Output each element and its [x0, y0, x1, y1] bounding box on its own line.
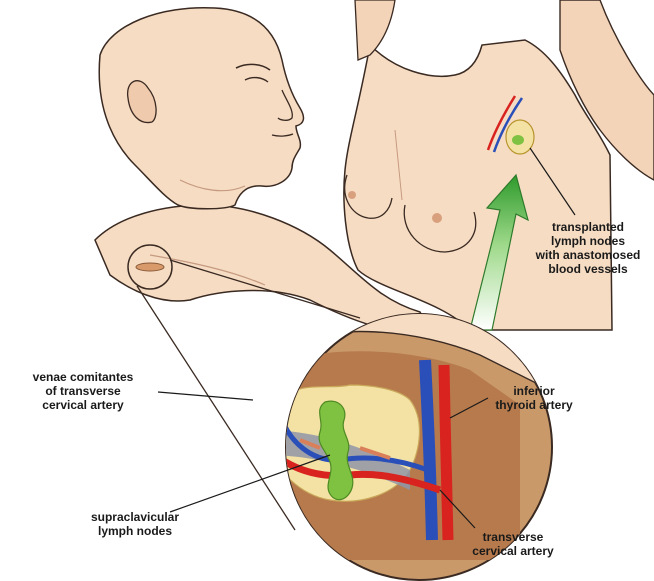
- label-line: transverse: [458, 530, 568, 544]
- label-line: of transverse: [8, 384, 158, 398]
- label-line: lymph nodes: [70, 524, 200, 538]
- transplanted-lymph-node: [512, 135, 524, 145]
- label-line: blood vessels: [526, 262, 650, 276]
- label-inferior-thyroid-artery: inferior thyroid artery: [484, 384, 584, 412]
- leader-venae: [158, 392, 253, 400]
- label-supraclavicular-lymph-nodes: supraclavicular lymph nodes: [70, 510, 200, 538]
- label-line: venae comitantes: [8, 370, 158, 384]
- right-nipple: [432, 213, 442, 223]
- donor-site-marking: [136, 263, 164, 271]
- magnifier-line-bottom: [137, 286, 295, 530]
- vessel-pedicle-stub-vein: [255, 391, 285, 395]
- label-line: cervical artery: [458, 544, 568, 558]
- left-nipple: [348, 191, 356, 199]
- label-line: thyroid artery: [484, 398, 584, 412]
- vessel-pedicle-stub: [250, 404, 285, 410]
- label-line: cervical artery: [8, 398, 158, 412]
- label-transverse-cervical-artery: transverse cervical artery: [458, 530, 568, 558]
- torso-outline: [344, 40, 612, 330]
- carotid-artery: [444, 365, 448, 540]
- label-line: lymph nodes: [526, 234, 650, 248]
- label-venae-comitantes: venae comitantes of transverse cervical …: [8, 370, 158, 412]
- label-line: supraclavicular: [70, 510, 200, 524]
- label-line: inferior: [484, 384, 584, 398]
- label-line: transplanted: [526, 220, 650, 234]
- label-transplanted-lymph-nodes: transplanted lymph nodes with anastomose…: [526, 220, 650, 276]
- internal-jugular-vein: [425, 360, 432, 540]
- label-line: with anastomosed: [526, 248, 650, 262]
